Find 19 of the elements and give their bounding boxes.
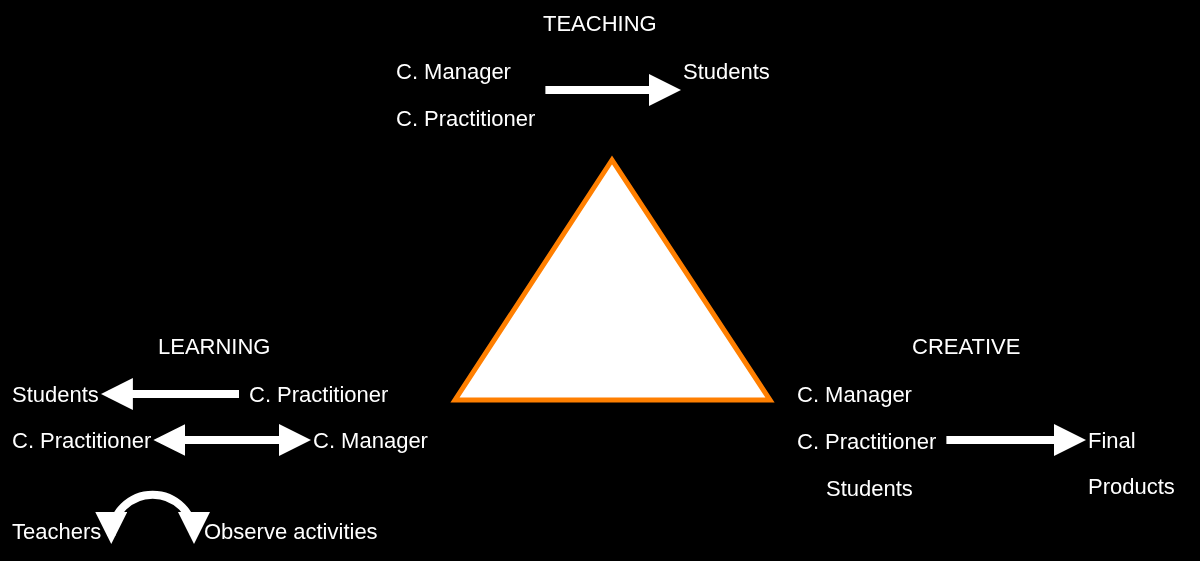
role-label: C. Practitioner <box>396 106 536 132</box>
role-label: Students <box>826 476 913 502</box>
double-arrow <box>153 424 311 456</box>
role-label: C. Practitioner <box>797 429 937 455</box>
role-label: C. Practitioner <box>249 382 389 408</box>
role-label: Final Products <box>1088 418 1198 510</box>
section-heading: CREATIVE <box>912 334 1021 360</box>
section-heading: LEARNING <box>158 334 271 360</box>
role-label: C. Practitioner <box>12 428 152 454</box>
role-label: C. Manager <box>396 59 511 85</box>
role-label: C. Manager <box>797 382 912 408</box>
section-heading: TEACHING <box>543 11 657 37</box>
role-label: Students <box>683 59 770 85</box>
triangle-shape <box>450 155 775 403</box>
cycle-arrow <box>96 490 209 544</box>
role-label: Students <box>12 382 99 408</box>
role-label: Observe activities <box>204 519 378 545</box>
role-label: C. Manager <box>313 428 428 454</box>
role-label: Teachers <box>12 519 102 545</box>
